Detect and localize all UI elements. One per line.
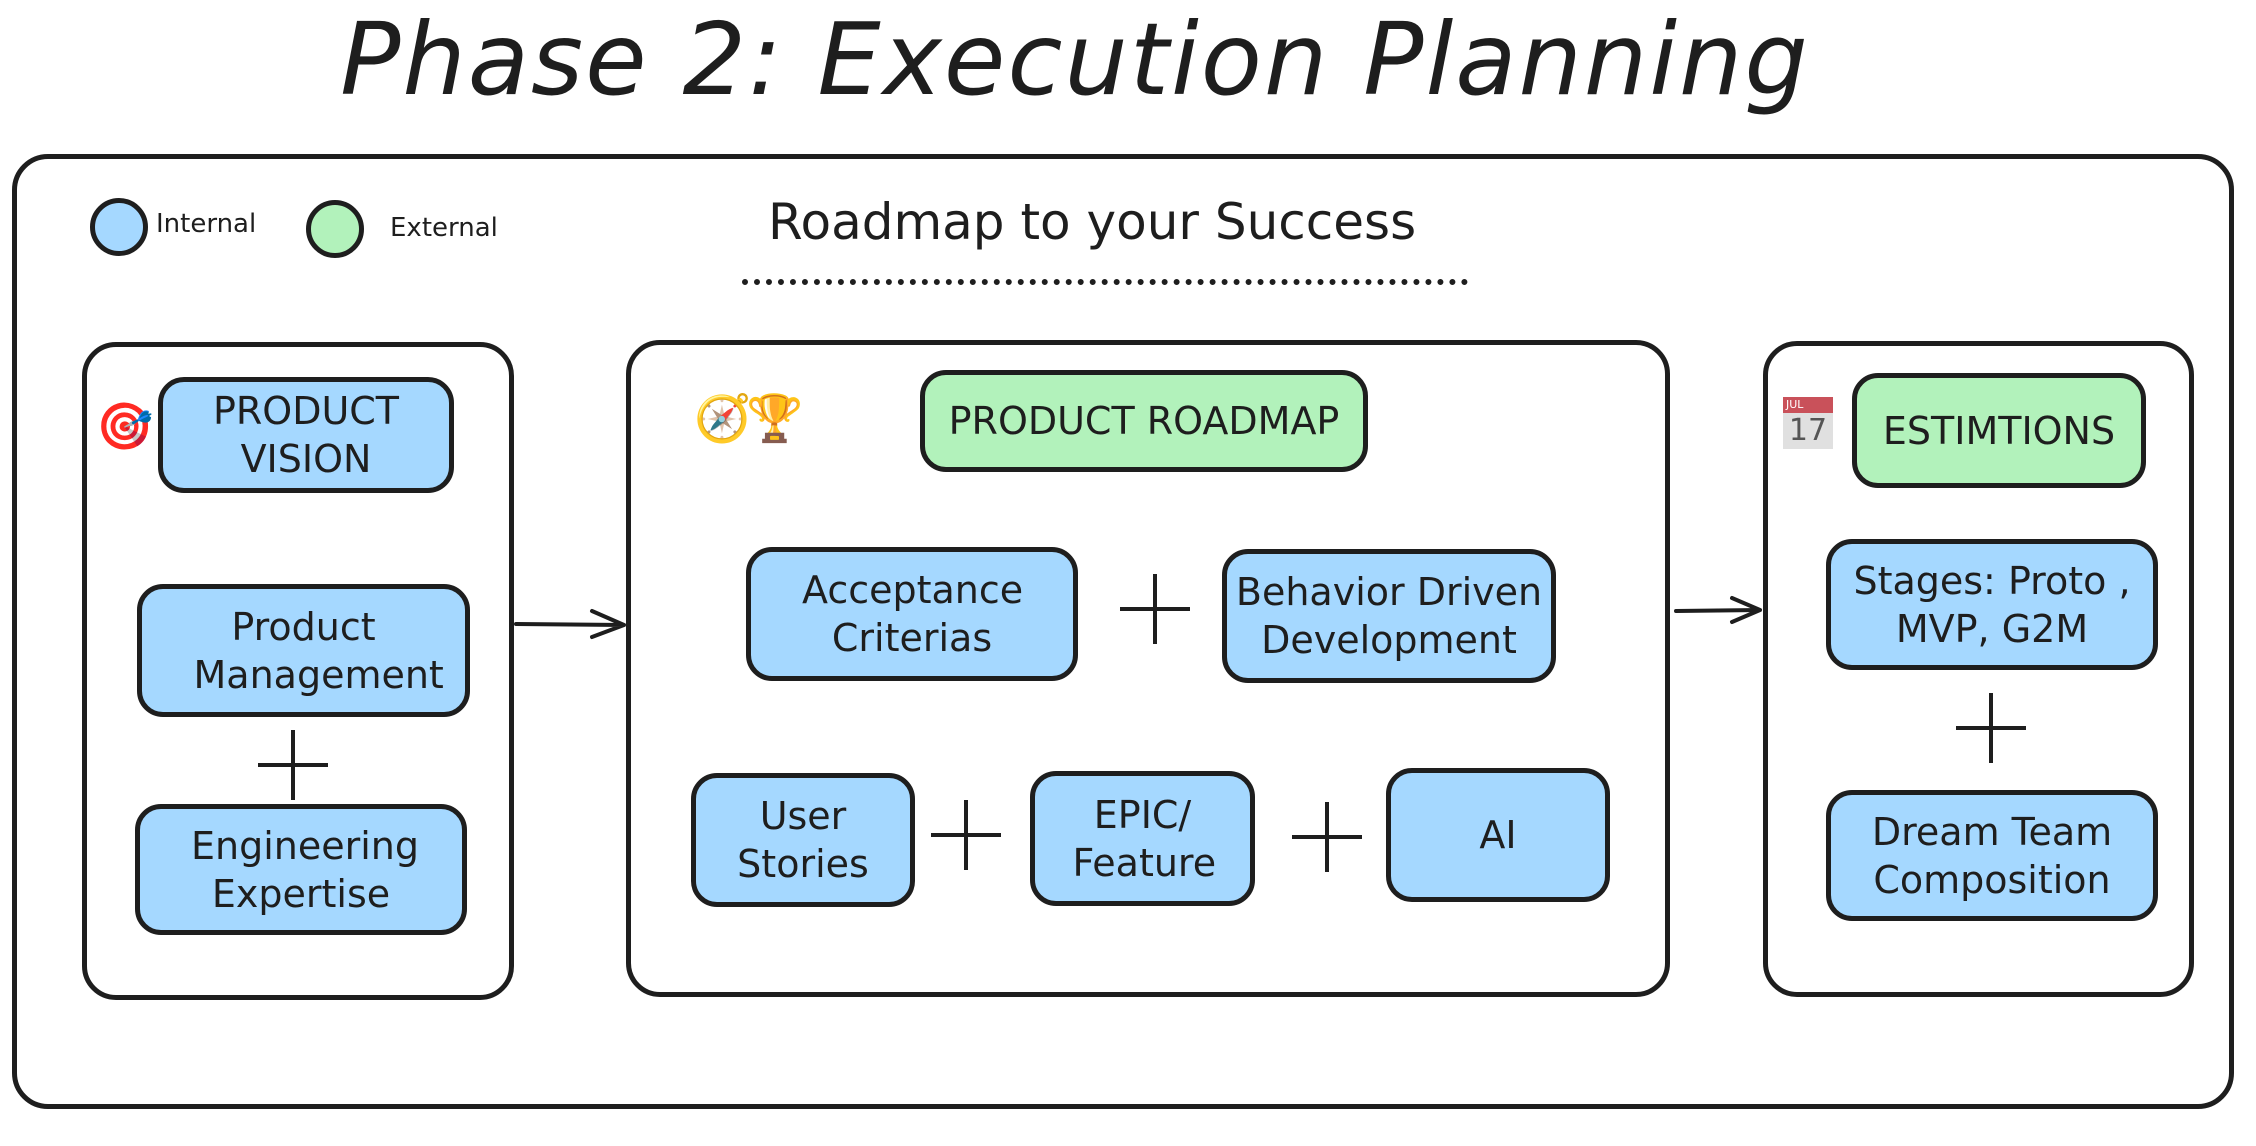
behavior-driven-development-label: Behavior Driven Development — [1235, 570, 1543, 662]
product-roadmap-header[interactable]: PRODUCT ROADMAP — [920, 370, 1368, 472]
subtitle-dotted-divider — [742, 279, 1468, 285]
product-management-box[interactable]: Product Management — [137, 584, 470, 717]
calendar-day: 17 — [1788, 413, 1828, 448]
epic-feature-box[interactable]: EPIC/ Feature — [1030, 771, 1255, 906]
legend-internal-swatch — [90, 198, 148, 256]
user-stories-box[interactable]: User Stories — [691, 773, 915, 907]
epic-feature-label: EPIC/ Feature — [1072, 792, 1217, 885]
user-stories-label: User Stories — [737, 794, 869, 886]
page-title: Phase 2: Execution Planning — [340, 1, 1810, 118]
direct-hit-target-icon: 🎯 — [96, 399, 154, 453]
legend-internal-label: Internal — [156, 209, 257, 239]
product-vision-header[interactable]: PRODUCT VISION — [158, 377, 454, 493]
ai-box[interactable]: AI — [1386, 768, 1610, 902]
engineering-expertise-box[interactable]: Engineering Expertise — [135, 804, 467, 935]
estimations-header-label: ESTIMTIONS — [1882, 408, 2116, 453]
stages-box[interactable]: Stages: Proto , MVP, G2M — [1826, 539, 2158, 670]
subtitle: Roadmap to your Success — [768, 193, 1417, 251]
compass-icon: 🧭 — [694, 391, 752, 445]
product-vision-header-label: PRODUCT VISION — [212, 389, 400, 481]
legend-external-label: External — [390, 213, 498, 243]
estimations-header[interactable]: ESTIMTIONS — [1852, 373, 2146, 488]
engineering-expertise-label: Engineering Expertise — [191, 823, 419, 916]
acceptance-criterias-box[interactable]: Acceptance Criterias — [746, 547, 1078, 681]
plus-operator — [258, 730, 328, 800]
arrow-vision-to-roadmap — [514, 609, 626, 639]
plus-operator — [1120, 574, 1190, 644]
behavior-driven-development-box[interactable]: Behavior Driven Development — [1222, 549, 1556, 683]
dream-team-composition-box[interactable]: Dream Team Composition — [1826, 790, 2158, 921]
ai-label: AI — [1479, 813, 1517, 857]
stages-label: Stages: Proto , MVP, G2M — [1853, 558, 2131, 651]
legend-external-swatch — [306, 200, 364, 258]
plus-operator — [931, 800, 1001, 870]
acceptance-criterias-label: Acceptance Criterias — [802, 568, 1024, 660]
plus-operator — [1292, 802, 1362, 872]
product-roadmap-header-label: PRODUCT ROADMAP — [948, 399, 1340, 443]
arrow-roadmap-to-estimations — [1674, 596, 1762, 624]
product-management-label: Product Management — [193, 604, 444, 697]
calendar-icon: JUL 17 — [1783, 397, 1833, 449]
trophy-icon: 🏆 — [746, 391, 804, 445]
calendar-month: JUL — [1783, 397, 1833, 413]
plus-operator — [1956, 693, 2026, 763]
dream-team-composition-label: Dream Team Composition — [1871, 809, 2113, 902]
